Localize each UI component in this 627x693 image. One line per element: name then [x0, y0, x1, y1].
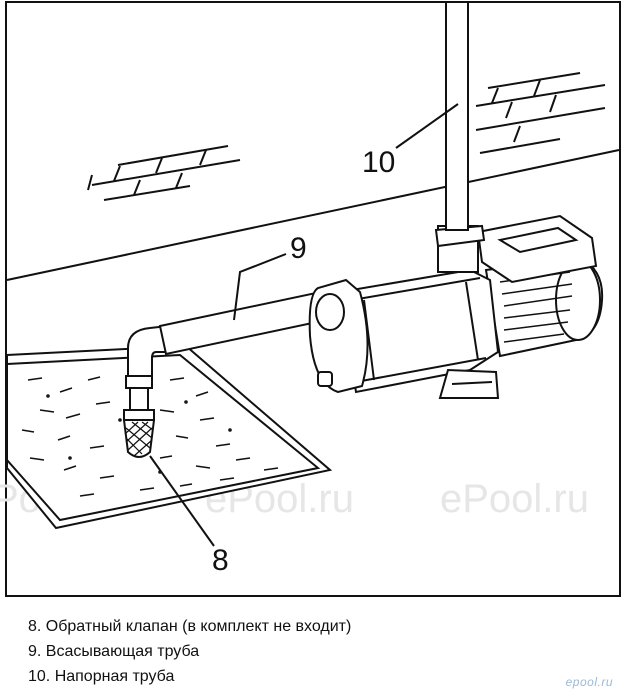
check-valve — [122, 324, 169, 458]
leader-lines — [149, 103, 459, 547]
callout-pressure-pipe: 10 — [362, 146, 395, 179]
pump-installation-diagram: Pool.ru ePool.ru ePool.ru — [0, 1, 621, 597]
corner-logo: epool.ru — [565, 675, 613, 689]
pressure-pipe — [445, 1, 469, 231]
water-texture — [21, 376, 279, 497]
legend-list: 8. Обратный клапан (в комплект не входит… — [28, 614, 351, 689]
brick-pattern-left — [87, 145, 241, 201]
brick-pattern-right — [475, 72, 606, 154]
callout-suction-pipe: 9 — [290, 232, 307, 265]
wall-base-line — [6, 149, 620, 281]
legend-item-pressure-pipe: 10. Напорная труба — [28, 668, 175, 685]
watermark-3: ePool.ru — [440, 477, 589, 521]
pump-body — [308, 214, 604, 399]
legend-item-suction-pipe: 9. Всасывающая труба — [28, 643, 200, 660]
legend-item-check-valve: 8. Обратный клапан (в комплект не входит… — [28, 618, 352, 635]
callout-check-valve: 8 — [212, 544, 229, 577]
